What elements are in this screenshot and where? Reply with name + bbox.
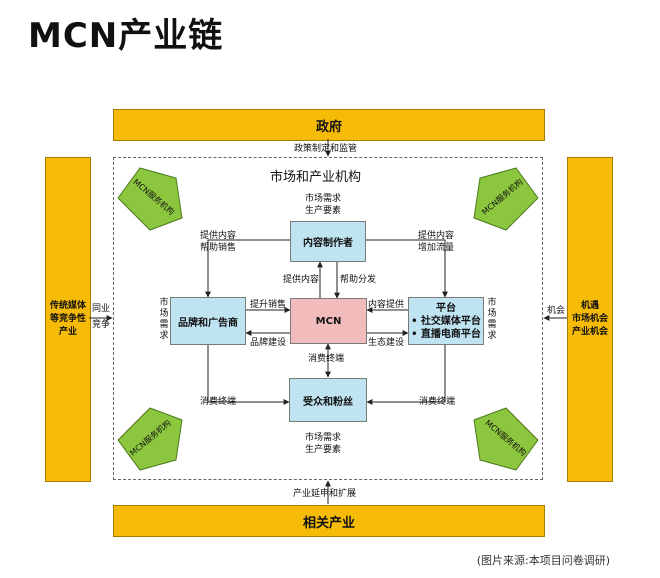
consumer-terminal-right: 消费终端 xyxy=(419,397,456,407)
market-demand-top-line-2: 生产要素 xyxy=(305,206,342,216)
page-title: MCN产业链 xyxy=(28,16,224,56)
frame-title: 市场和产业机构 xyxy=(270,170,362,185)
market-demand-left: 市场需求 xyxy=(159,298,169,341)
market-industry-frame xyxy=(113,157,543,480)
provide-content-add-traffic-line-2: 增加流量 xyxy=(418,243,455,253)
market-demand-bottom-line-1: 市场需求 xyxy=(305,433,342,443)
consumer-terminal-left: 消费终端 xyxy=(200,397,237,407)
opportunity-bar: 机遇 市场机会 产业机会 xyxy=(567,157,613,482)
market-demand-top-line-1: 市场需求 xyxy=(305,194,342,204)
market-demand-bottom-line-2: 生产要素 xyxy=(305,445,342,455)
audience-fans-label: 受众和粉丝 xyxy=(303,396,353,408)
government-label: 政府 xyxy=(315,119,342,135)
related-industry-label: 相关产业 xyxy=(302,515,355,531)
platform-title: 平台 xyxy=(436,302,456,314)
brand-advertiser-label: 品牌和广告商 xyxy=(178,317,238,329)
policy-label: 政策制定和监管 xyxy=(294,144,358,154)
provide-content-label: 提供内容 xyxy=(283,275,320,285)
competition-label: 同业 竞争 xyxy=(92,303,110,331)
extension-label: 产业延申和扩展 xyxy=(293,489,357,499)
platform-box: 平台 • 社交媒体平台 • 直播电商平台 xyxy=(408,297,484,345)
audience-fans-box: 受众和粉丝 xyxy=(289,378,367,422)
content-provide-label: 内容提供 xyxy=(368,300,405,310)
market-demand-top: 市场需求 生产要素 xyxy=(305,193,341,217)
provide-content-add-traffic-line-1: 提供内容 xyxy=(418,231,455,241)
image-caption: (图片来源:本项目问卷调研) xyxy=(476,554,610,567)
provide-content-add-traffic: 提供内容 增加流量 xyxy=(418,230,454,254)
content-creator-box: 内容制作者 xyxy=(290,221,366,262)
mcn-box: MCN xyxy=(290,298,367,344)
consumer-terminal-mid: 消费终端 xyxy=(308,354,345,364)
provide-content-help-sales-line-2: 帮助销售 xyxy=(200,243,237,253)
market-demand-right: 市场需求 xyxy=(487,298,497,341)
provide-content-help-sales: 提供内容 帮助销售 xyxy=(200,230,236,254)
platform-item-live: • 直播电商平台 xyxy=(411,328,481,340)
competition-line-2: 竞争 xyxy=(92,320,111,330)
opportunity-label: 机会 xyxy=(547,306,566,316)
traditional-media-line-2: 等竞争性 xyxy=(49,314,86,324)
improve-sales-label: 提升销售 xyxy=(250,300,287,310)
platform-item-social: • 社交媒体平台 xyxy=(411,315,481,327)
traditional-media-bar: 传统媒体 等竞争性 产业 xyxy=(45,157,91,482)
opportunity-line-3: 产业机会 xyxy=(571,327,608,337)
provide-content-help-sales-line-1: 提供内容 xyxy=(200,231,237,241)
government-bar: 政府 xyxy=(113,109,545,141)
traditional-media-line-3: 产业 xyxy=(58,327,77,337)
traditional-media-line-1: 传统媒体 xyxy=(49,301,86,311)
opportunity-line-1: 机遇 xyxy=(580,301,599,311)
opportunity-line-2: 市场机会 xyxy=(571,314,608,324)
help-distribute-label: 帮助分发 xyxy=(340,275,377,285)
market-demand-bottom: 市场需求 生产要素 xyxy=(305,432,341,456)
brand-building-label: 品牌建设 xyxy=(250,338,287,348)
content-creator-label: 内容制作者 xyxy=(303,238,353,249)
eco-building-label: 生态建设 xyxy=(368,338,405,348)
competition-line-1: 同业 xyxy=(92,304,111,314)
related-industry-bar: 相关产业 xyxy=(113,505,545,537)
brand-advertiser-box: 品牌和广告商 xyxy=(170,297,246,345)
mcn-label: MCN xyxy=(315,315,342,327)
